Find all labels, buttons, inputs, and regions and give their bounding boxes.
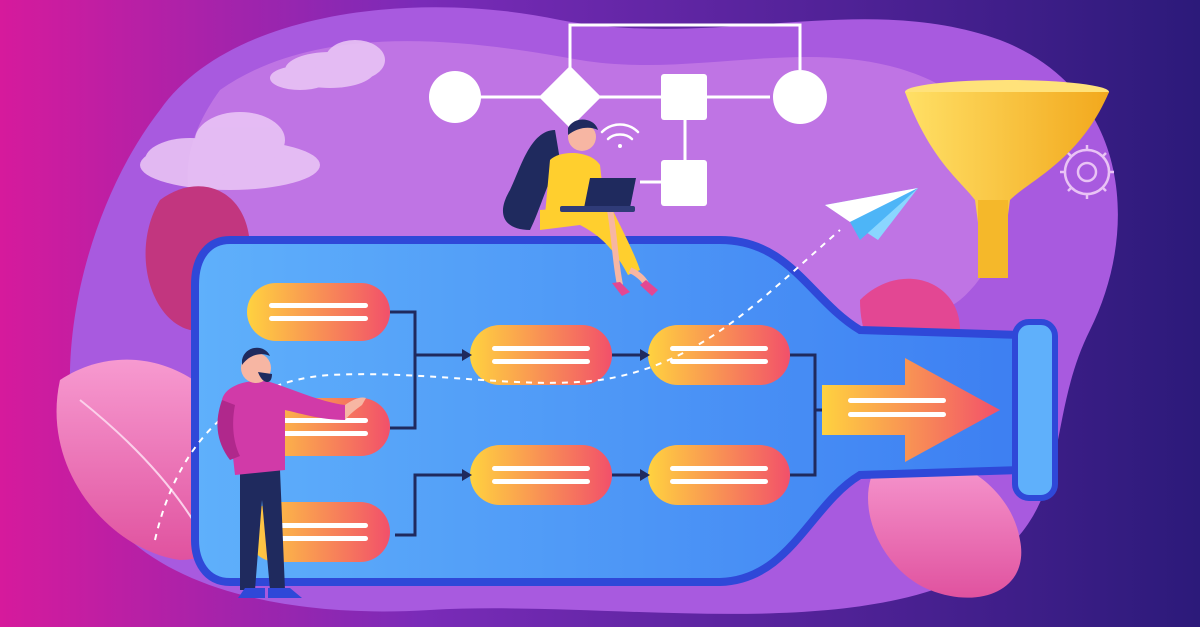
process-step-pill — [470, 445, 612, 505]
process-step-pill — [648, 445, 790, 505]
process-step-pill — [648, 325, 790, 385]
paper-plane-icon — [825, 188, 918, 240]
laptop-icon — [560, 178, 636, 212]
bottle — [191, 236, 1058, 586]
pill-text-line — [492, 359, 590, 364]
wifi-icon — [600, 123, 640, 148]
pill-text-line — [670, 466, 768, 471]
leaf-decoration — [868, 454, 1022, 598]
connector-arrowheads — [462, 349, 650, 481]
output-arrow — [822, 358, 1000, 462]
gear-icon — [1060, 145, 1114, 199]
pill-text-line — [670, 479, 768, 484]
cloud-icon — [270, 40, 385, 90]
pill-text-line — [269, 316, 368, 321]
funnel-icon — [905, 80, 1109, 278]
pill-text-line — [269, 523, 368, 528]
pill-text-line — [269, 431, 368, 436]
pill-text-line — [269, 536, 368, 541]
pill-text-line — [269, 303, 368, 308]
flowchart-diagram — [429, 23, 827, 206]
connector-lines — [390, 310, 822, 537]
pill-text-line — [670, 359, 768, 364]
process-step-pill — [247, 283, 390, 341]
pill-text-line — [492, 479, 590, 484]
pill-text-line — [492, 466, 590, 471]
pill-text-line — [492, 346, 590, 351]
woman-with-laptop — [502, 119, 658, 296]
cloud-icon — [140, 112, 320, 190]
pill-text-line — [670, 346, 768, 351]
bearded-man-pointing — [217, 347, 366, 598]
process-step-pill — [470, 325, 612, 385]
process-pills — [247, 283, 790, 562]
dashed-trajectory — [154, 229, 841, 541]
